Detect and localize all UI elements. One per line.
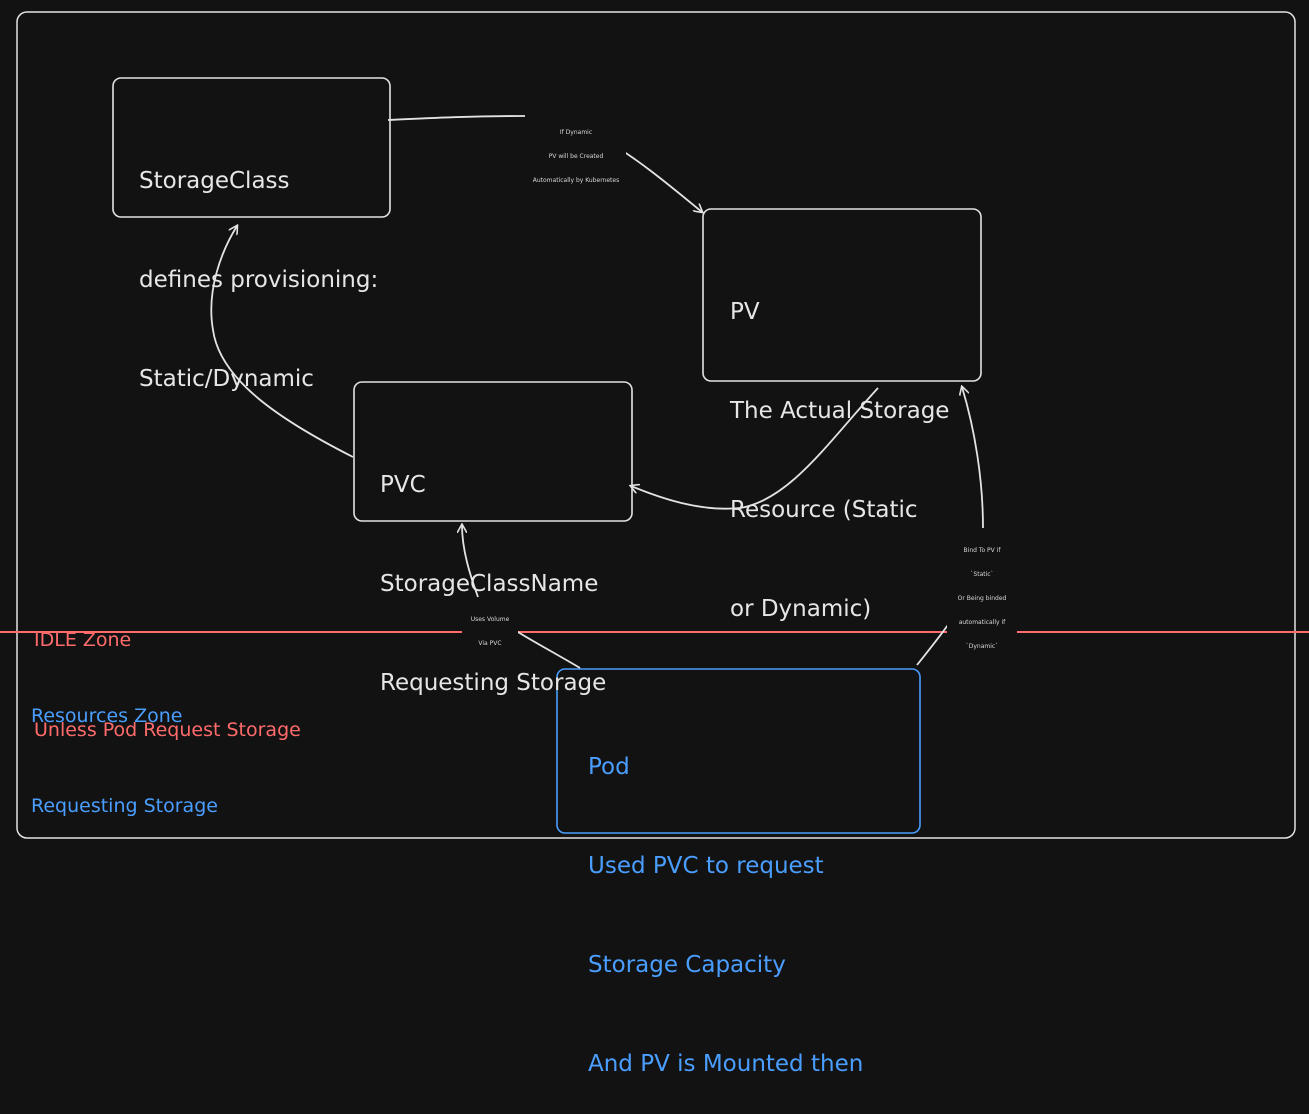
edge-label-line: If Dynamic xyxy=(559,129,593,136)
pv-line: PV xyxy=(730,299,760,325)
edge-label-line: Automatically by Kubernetes xyxy=(532,177,620,184)
edge-label-line: automatically if xyxy=(958,619,1006,626)
edge-label-line: Or Being binded xyxy=(957,595,1007,602)
arrow-pv-to-pvc xyxy=(631,387,879,510)
storageclass-line: Static/Dynamic xyxy=(139,366,314,392)
pvc-line: Requesting Storage xyxy=(380,670,607,696)
arrow-pvc-to-storageclass xyxy=(210,226,354,458)
pvc-line: StorageClassName xyxy=(380,571,599,597)
edge-label-storageclass-to-pv: If Dynamic PV will be Created Automatica… xyxy=(526,113,626,193)
pod-box[interactable] xyxy=(556,668,921,834)
idle-zone-line: Unless Pod Request Storage xyxy=(34,719,301,741)
storageclass-line: defines provisioning: xyxy=(139,267,379,293)
outer-frame xyxy=(16,11,1296,839)
pv-text: PV The Actual Storage Resource (Static o… xyxy=(730,230,949,659)
resources-zone-line: Requesting Storage xyxy=(31,795,218,817)
pv-line: Resource (Static xyxy=(730,497,918,523)
pv-box[interactable] xyxy=(702,208,982,382)
pvc-box[interactable] xyxy=(353,381,633,522)
edge-label-line: PV will be Created xyxy=(548,153,604,160)
pod-line: Storage Capacity xyxy=(588,952,786,978)
edge-label-line: `Static` xyxy=(970,571,994,578)
edge-label-pod-to-pvc: Uses Volume Via PVC xyxy=(462,600,518,656)
pod-line: Used PVC to request xyxy=(588,853,824,879)
edge-label-line: `Dynamic` xyxy=(965,643,999,650)
pvc-text: PVC StorageClassName Requesting Storage xyxy=(380,403,606,733)
pvc-line: PVC xyxy=(380,472,426,498)
idle-zone-line: IDLE Zone xyxy=(34,629,132,651)
pv-line: or Dynamic) xyxy=(730,596,872,622)
resources-zone-label: Resources Zone Requesting Storage xyxy=(31,641,218,851)
pod-line: And PV is Mounted then xyxy=(588,1051,864,1077)
edge-label-line: Bind To PV if xyxy=(963,547,1001,554)
storageclass-text: StorageClass defines provisioning: Stati… xyxy=(139,99,378,429)
edge-label-line: Via PVC xyxy=(478,640,502,647)
storageclass-box[interactable] xyxy=(112,77,391,218)
pod-line: Pod xyxy=(588,754,630,780)
edge-label-line: Uses Volume xyxy=(470,616,510,623)
pv-line: The Actual Storage xyxy=(730,398,950,424)
idle-zone-label: IDLE Zone Unless Pod Request Storage xyxy=(34,565,301,775)
edge-label-pod-to-pv: Bind To PV if `Static` Or Being binded a… xyxy=(947,531,1017,659)
storageclass-line: StorageClass xyxy=(139,168,290,194)
resources-zone-line: Resources Zone xyxy=(31,705,183,727)
pod-text: Pod Used PVC to request Storage Capacity… xyxy=(588,685,863,1114)
diagram-canvas xyxy=(0,11,1309,839)
